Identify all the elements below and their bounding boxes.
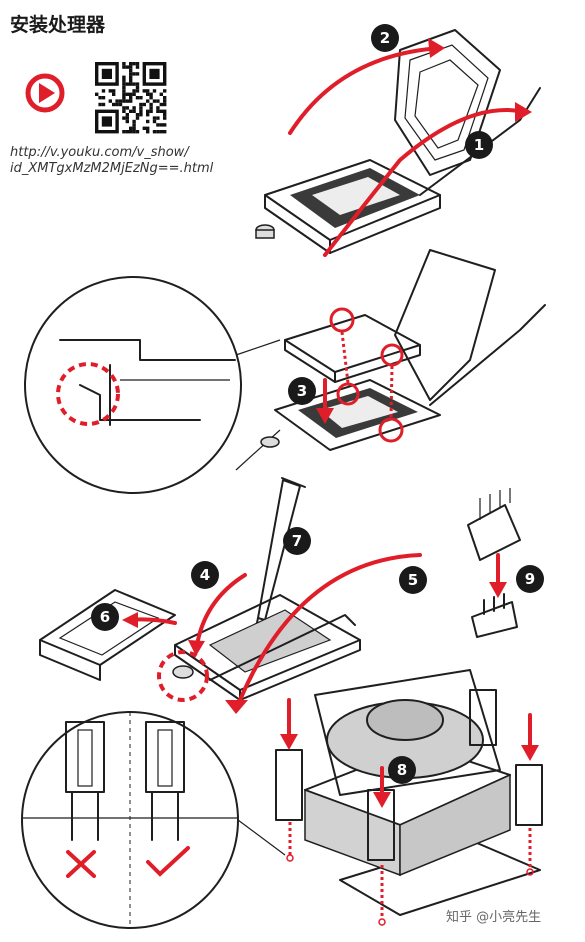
play-button-icon[interactable] [25,73,65,113]
step-badge-9: 9 [516,565,544,593]
screw-marker [157,650,209,702]
step-badge-7: 7 [283,527,311,555]
alignment-marker [56,362,120,426]
push-pin-arrows [280,698,539,926]
step-badge-label: 1 [474,136,484,154]
watermark: 知乎 @小亮先生 [446,910,542,925]
zoom-circle-push-pins [21,711,286,929]
step-badge-1: 1 [465,131,493,159]
cross-icon [66,850,96,878]
step-badge-label: 2 [380,29,390,47]
step-badge-8: 8 [388,756,416,784]
check-icon [146,846,190,877]
fan-connector [467,488,521,638]
step-badge-4: 4 [191,561,219,589]
cpu-socket-illustration [260,249,546,451]
arrow-step-4 [195,573,247,647]
arrow-step-5 [238,553,422,702]
video-url[interactable]: http://v.youku.com/v_show/ id_XMTgxMzM2M… [10,145,213,177]
step-badge-label: 5 [408,571,418,589]
socket-open-illustration [255,29,541,254]
page-title: 安装处理器 [10,14,106,36]
step-badge-label: 4 [200,566,210,584]
qr-code [95,62,167,134]
video-url-line2: id_XMTgxMzM2MjEzNg==.html [10,161,214,176]
video-url-line1: http://v.youku.com/v_show/ [10,145,189,160]
arrow-step-2 [288,46,442,135]
cpu-cooler-illustration [275,669,543,916]
step-badge-label: 9 [525,570,535,588]
step-badge-3: 3 [288,377,316,405]
step-badge-label: 6 [100,608,110,626]
zoom-circle-alignment [24,276,281,494]
step-badge-2: 2 [371,24,399,52]
step-badge-label: 8 [397,761,407,779]
step-badges: 1 2 3 4 5 6 7 8 9 [91,24,544,784]
step-badge-label: 3 [297,382,307,400]
arrow-step-1 [323,108,527,257]
step-badge-6: 6 [91,603,119,631]
step-badge-label: 7 [292,532,302,550]
step-badge-5: 5 [399,566,427,594]
